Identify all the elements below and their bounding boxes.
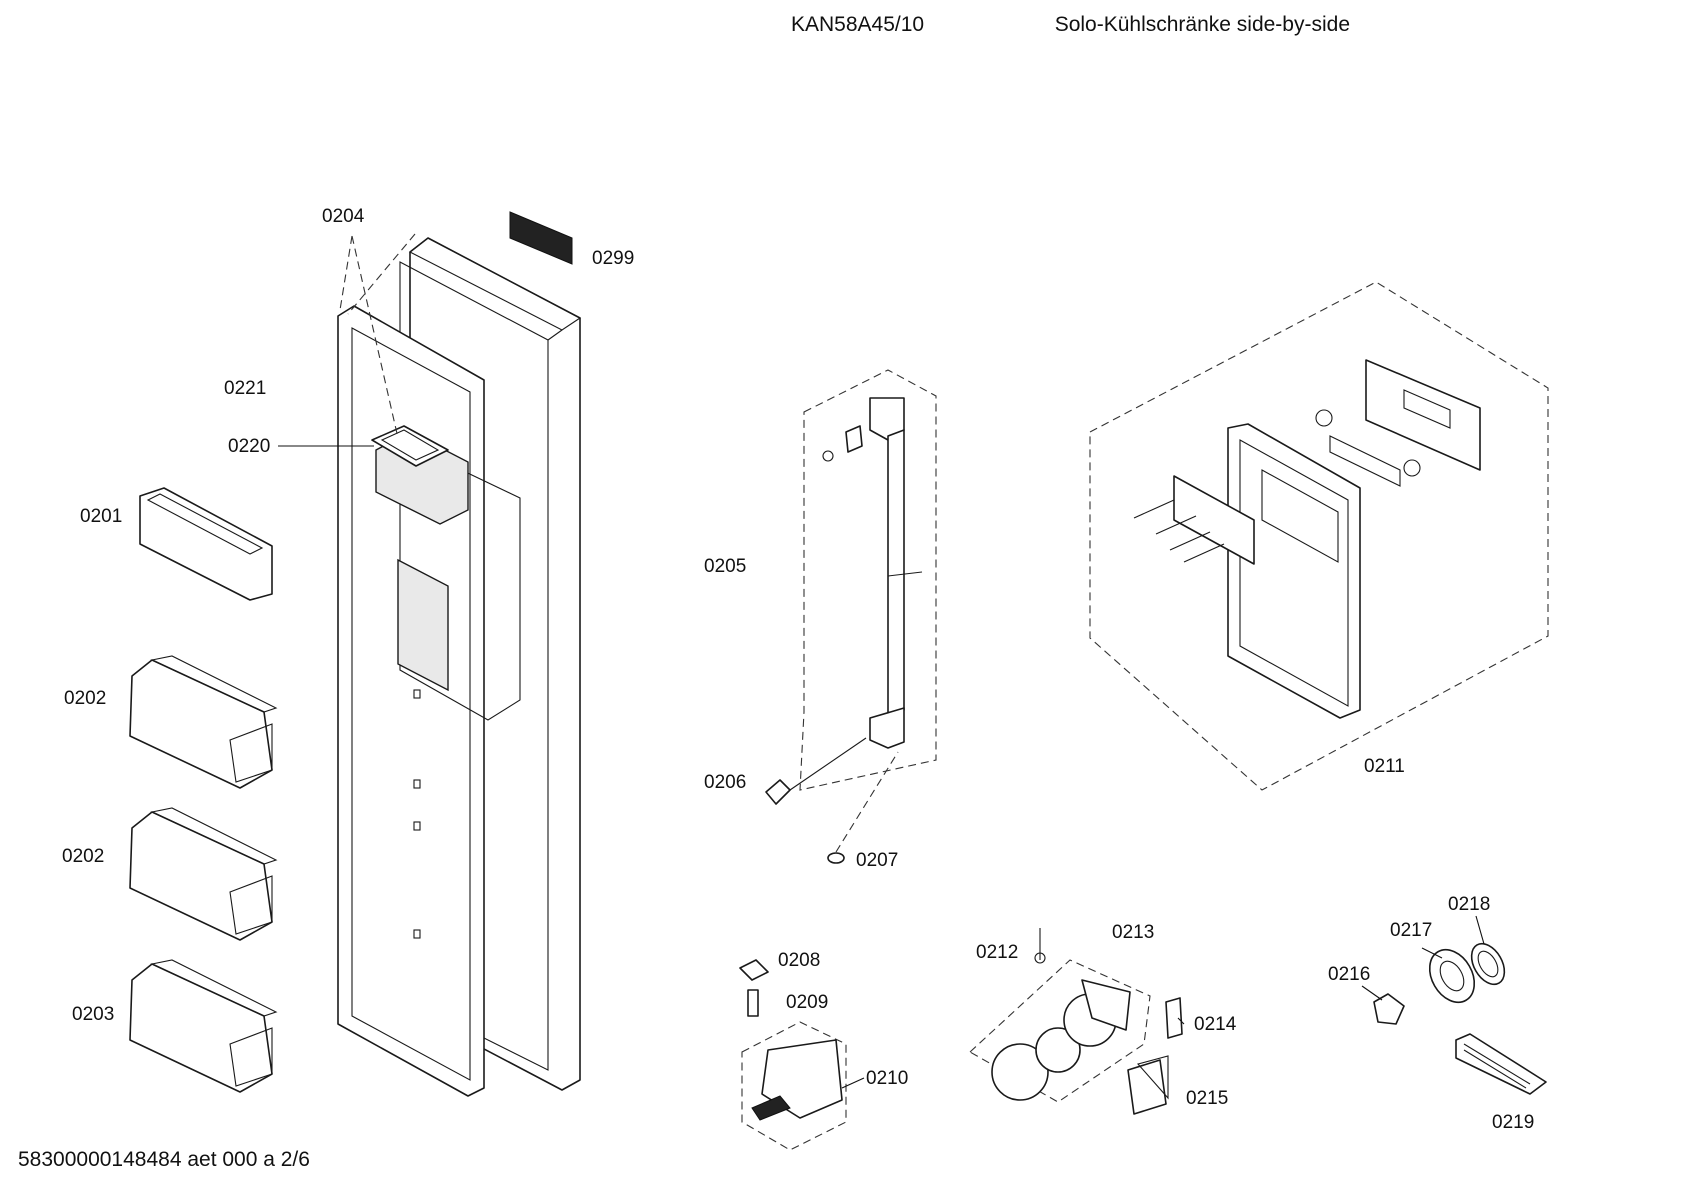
bracket-0215 [1127, 1055, 1169, 1115]
label-0210: 0210 [866, 1068, 908, 1089]
leader-0210 [841, 1077, 865, 1089]
label-0204: 0204 [322, 206, 365, 227]
label-0217: 0217 [1390, 920, 1432, 941]
door-bin-0203 [129, 959, 278, 1093]
leader-0214 [1177, 1017, 1185, 1025]
label-0220: 0220 [228, 436, 270, 457]
label-0219: 0219 [1492, 1112, 1534, 1133]
door-bin-0202-lower [129, 807, 278, 941]
label-0213: 0213 [1112, 922, 1154, 943]
lamp-assembly-0213 [969, 959, 1151, 1103]
diagram-title: Solo-Kühlschränke side-by-side [1054, 13, 1350, 36]
label-0209: 0209 [786, 992, 828, 1013]
label-0216: 0216 [1328, 964, 1370, 985]
leader-0204b [351, 235, 399, 439]
door-badge-0299 [509, 211, 573, 265]
label-0208: 0208 [778, 950, 820, 971]
label-0211: 0211 [1364, 756, 1405, 777]
label-0206: 0206 [704, 772, 746, 793]
label-0212: 0212 [976, 942, 1018, 963]
label-0215: 0215 [1186, 1088, 1228, 1109]
label-0202-upper: 0202 [64, 688, 106, 709]
valve-0216 [1373, 993, 1405, 1025]
label-0205: 0205 [704, 556, 746, 577]
label-0221: 0221 [224, 378, 266, 399]
label-0203: 0203 [72, 1004, 114, 1025]
leader-0204c [339, 235, 353, 311]
handle-cap-0207 [827, 751, 899, 864]
label-0218: 0218 [1448, 894, 1490, 915]
lamp-screw-0212 [1034, 928, 1046, 964]
spring-0209 [747, 989, 759, 1017]
document-code: 58300000148484 aet 000 a 2/6 [18, 1148, 310, 1171]
ring-0217 [1428, 948, 1476, 1004]
handle-assembly-0205 [799, 369, 937, 791]
label-0207: 0207 [856, 850, 898, 871]
leader-0218 [1475, 915, 1485, 945]
lever-0208 [739, 959, 769, 981]
label-0202-lower: 0202 [62, 846, 104, 867]
seal-0218 [1470, 942, 1506, 986]
switch-0214 [1165, 997, 1183, 1039]
label-0201: 0201 [80, 506, 122, 527]
drip-tray-housing-0210 [741, 1021, 847, 1151]
door-inner-liner [337, 305, 521, 1097]
door-bin-0202-upper [129, 655, 278, 789]
label-0299: 0299 [592, 248, 634, 269]
model-number: KAN58A45/10 [791, 13, 925, 36]
label-0214: 0214 [1194, 1014, 1237, 1035]
leader-0216 [1361, 985, 1383, 1001]
leader-0217 [1421, 947, 1443, 959]
grille-0219 [1455, 1033, 1547, 1095]
door-shelf-0201 [139, 487, 273, 601]
handle-screw-0206 [765, 737, 867, 805]
control-panel-assembly-0211 [1089, 281, 1549, 791]
leader-0204a [347, 233, 416, 315]
